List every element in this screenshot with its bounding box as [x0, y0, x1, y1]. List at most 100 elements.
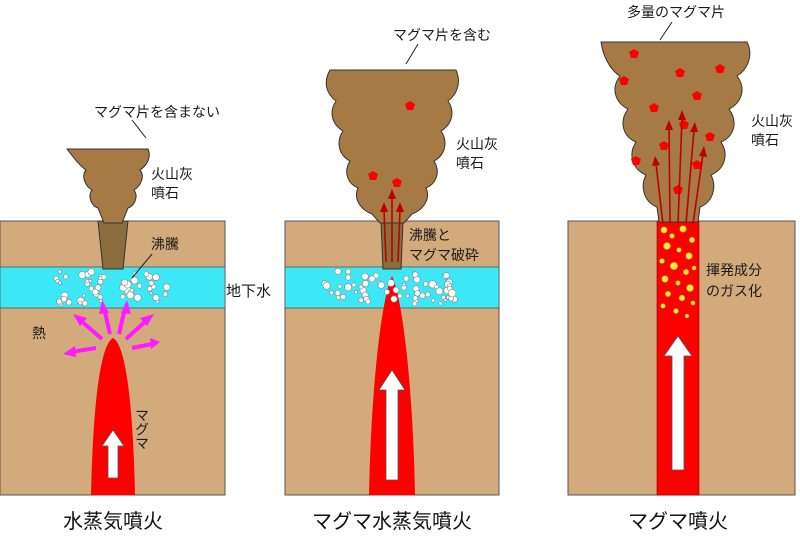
steam-bubble: [87, 268, 96, 276]
steam-bubble: [423, 281, 429, 287]
steam-bubble: [403, 275, 410, 282]
steam-bubble: [58, 280, 62, 285]
steam-bubble: [368, 275, 376, 283]
ash-cloud: [600, 41, 751, 223]
steam-bubble: [424, 291, 431, 298]
magma-rise-arrow: [378, 369, 406, 481]
magma-rise-arrow: [101, 429, 125, 479]
magma-fragments: [368, 101, 415, 187]
steam-bubble: [120, 294, 126, 300]
magma-body: [91, 338, 135, 495]
steam-bubble: [148, 280, 155, 286]
steam-bubble: [340, 293, 347, 300]
steam-bubble: [57, 269, 62, 274]
steam-bubble: [78, 301, 83, 306]
steam-bubble: [412, 301, 418, 307]
steam-bubble: [361, 280, 369, 288]
cloud-leader-line: [405, 43, 419, 65]
steam-bubble: [334, 267, 342, 275]
heat-arrows: [63, 300, 160, 357]
steam-bubble: [443, 272, 450, 279]
steam-bubbles: [53, 268, 171, 307]
steam-bubble: [354, 290, 358, 295]
steam-bubble: [91, 288, 99, 296]
steam-bubble: [412, 271, 419, 278]
steam-bubble: [121, 278, 129, 286]
steam-bubble: [334, 290, 341, 296]
volatile-label-1: 揮発成分: [706, 263, 762, 279]
ash-cloud: [65, 148, 150, 224]
groundwater-label: 地下水: [226, 282, 271, 300]
steam-bubble: [133, 293, 142, 302]
vent-conduit: [97, 220, 129, 270]
boiling-label: 沸騰: [151, 236, 179, 253]
steam-bubble: [438, 301, 443, 306]
steam-bubble: [365, 298, 371, 305]
steam-bubble: [351, 282, 357, 288]
panel-caption: マグマ噴火: [628, 509, 728, 533]
steam-bubble: [441, 294, 446, 300]
steam-bubble: [97, 294, 104, 300]
ash-label-1: 火山灰: [751, 114, 793, 130]
steam-bubble: [56, 298, 62, 305]
magma-rise-arrow: [663, 335, 693, 471]
gas-bubbles: [659, 225, 697, 319]
panel-caption: 水蒸気噴火: [63, 509, 163, 533]
steam-bubble: [136, 283, 143, 289]
ejecta-arrows: [652, 110, 707, 225]
steam-bubble: [337, 284, 343, 289]
cloud-label: マグマ片を含まない: [94, 105, 220, 121]
boil-frag-label-1: 沸騰と: [409, 227, 451, 244]
cloud-label: 多量のマグマ片: [627, 4, 725, 21]
steam-bubble: [358, 297, 364, 303]
steam-bubble: [149, 291, 153, 295]
volatile-label-2: のガス化: [706, 284, 762, 300]
steam-bubble: [85, 279, 90, 284]
steam-bubble: [434, 284, 440, 290]
ash-label-2: 噴石: [456, 156, 484, 172]
steam-bubble: [322, 281, 331, 290]
steam-bubbles: [321, 267, 458, 307]
panel-magmatic: 多量のマグマ片 火山灰 噴石 揮発成分 のガス化 マグマ噴火: [567, 4, 796, 533]
cloud-leader-line: [659, 21, 673, 41]
heat-label: 熱: [32, 326, 46, 342]
steam-bubble: [414, 290, 421, 297]
ash-label-1: 火山灰: [151, 167, 193, 183]
boil-frag-label-2: マグマ破砕: [409, 248, 479, 264]
magma-label: マグマ: [133, 408, 149, 450]
steam-bubble: [63, 274, 69, 280]
steam-bubble: [65, 299, 73, 306]
steam-bubble: [345, 274, 352, 281]
steam-bubble: [431, 298, 436, 303]
groundwater-layer: [0, 266, 226, 309]
steam-bubble: [126, 291, 135, 300]
panel-caption: マグマ水蒸気噴火: [312, 509, 472, 533]
steam-bubble: [401, 282, 406, 287]
ejecta-arrows: [380, 189, 404, 263]
steam-bubble: [405, 293, 410, 298]
steam-bubble: [329, 290, 334, 296]
steam-bubble: [335, 295, 341, 300]
steam-bubble: [162, 291, 169, 297]
steam-bubble: [448, 289, 457, 298]
steam-bubble: [143, 271, 150, 278]
steam-bubble: [361, 272, 369, 281]
cloud-label: マグマ片を含む: [393, 28, 491, 44]
steam-bubble: [412, 295, 418, 301]
boiling-leader-line: [131, 253, 153, 279]
steam-bubble: [345, 268, 352, 275]
steam-bubble: [344, 283, 352, 292]
ash-label-2: 噴石: [151, 186, 179, 202]
steam-bubble: [152, 273, 160, 281]
ash-cloud: [325, 69, 459, 224]
steam-bubble: [152, 294, 160, 302]
ash-label-2: 噴石: [751, 133, 779, 149]
panel-phreatic: マグマ片を含まない 火山灰 噴石 沸騰 熱 マグマ 水蒸気噴火: [0, 105, 226, 533]
steam-bubble: [94, 284, 102, 291]
steam-bubble: [97, 278, 104, 285]
steam-bubble: [82, 300, 89, 307]
steam-bubble: [419, 292, 426, 299]
steam-bubble: [163, 283, 171, 291]
